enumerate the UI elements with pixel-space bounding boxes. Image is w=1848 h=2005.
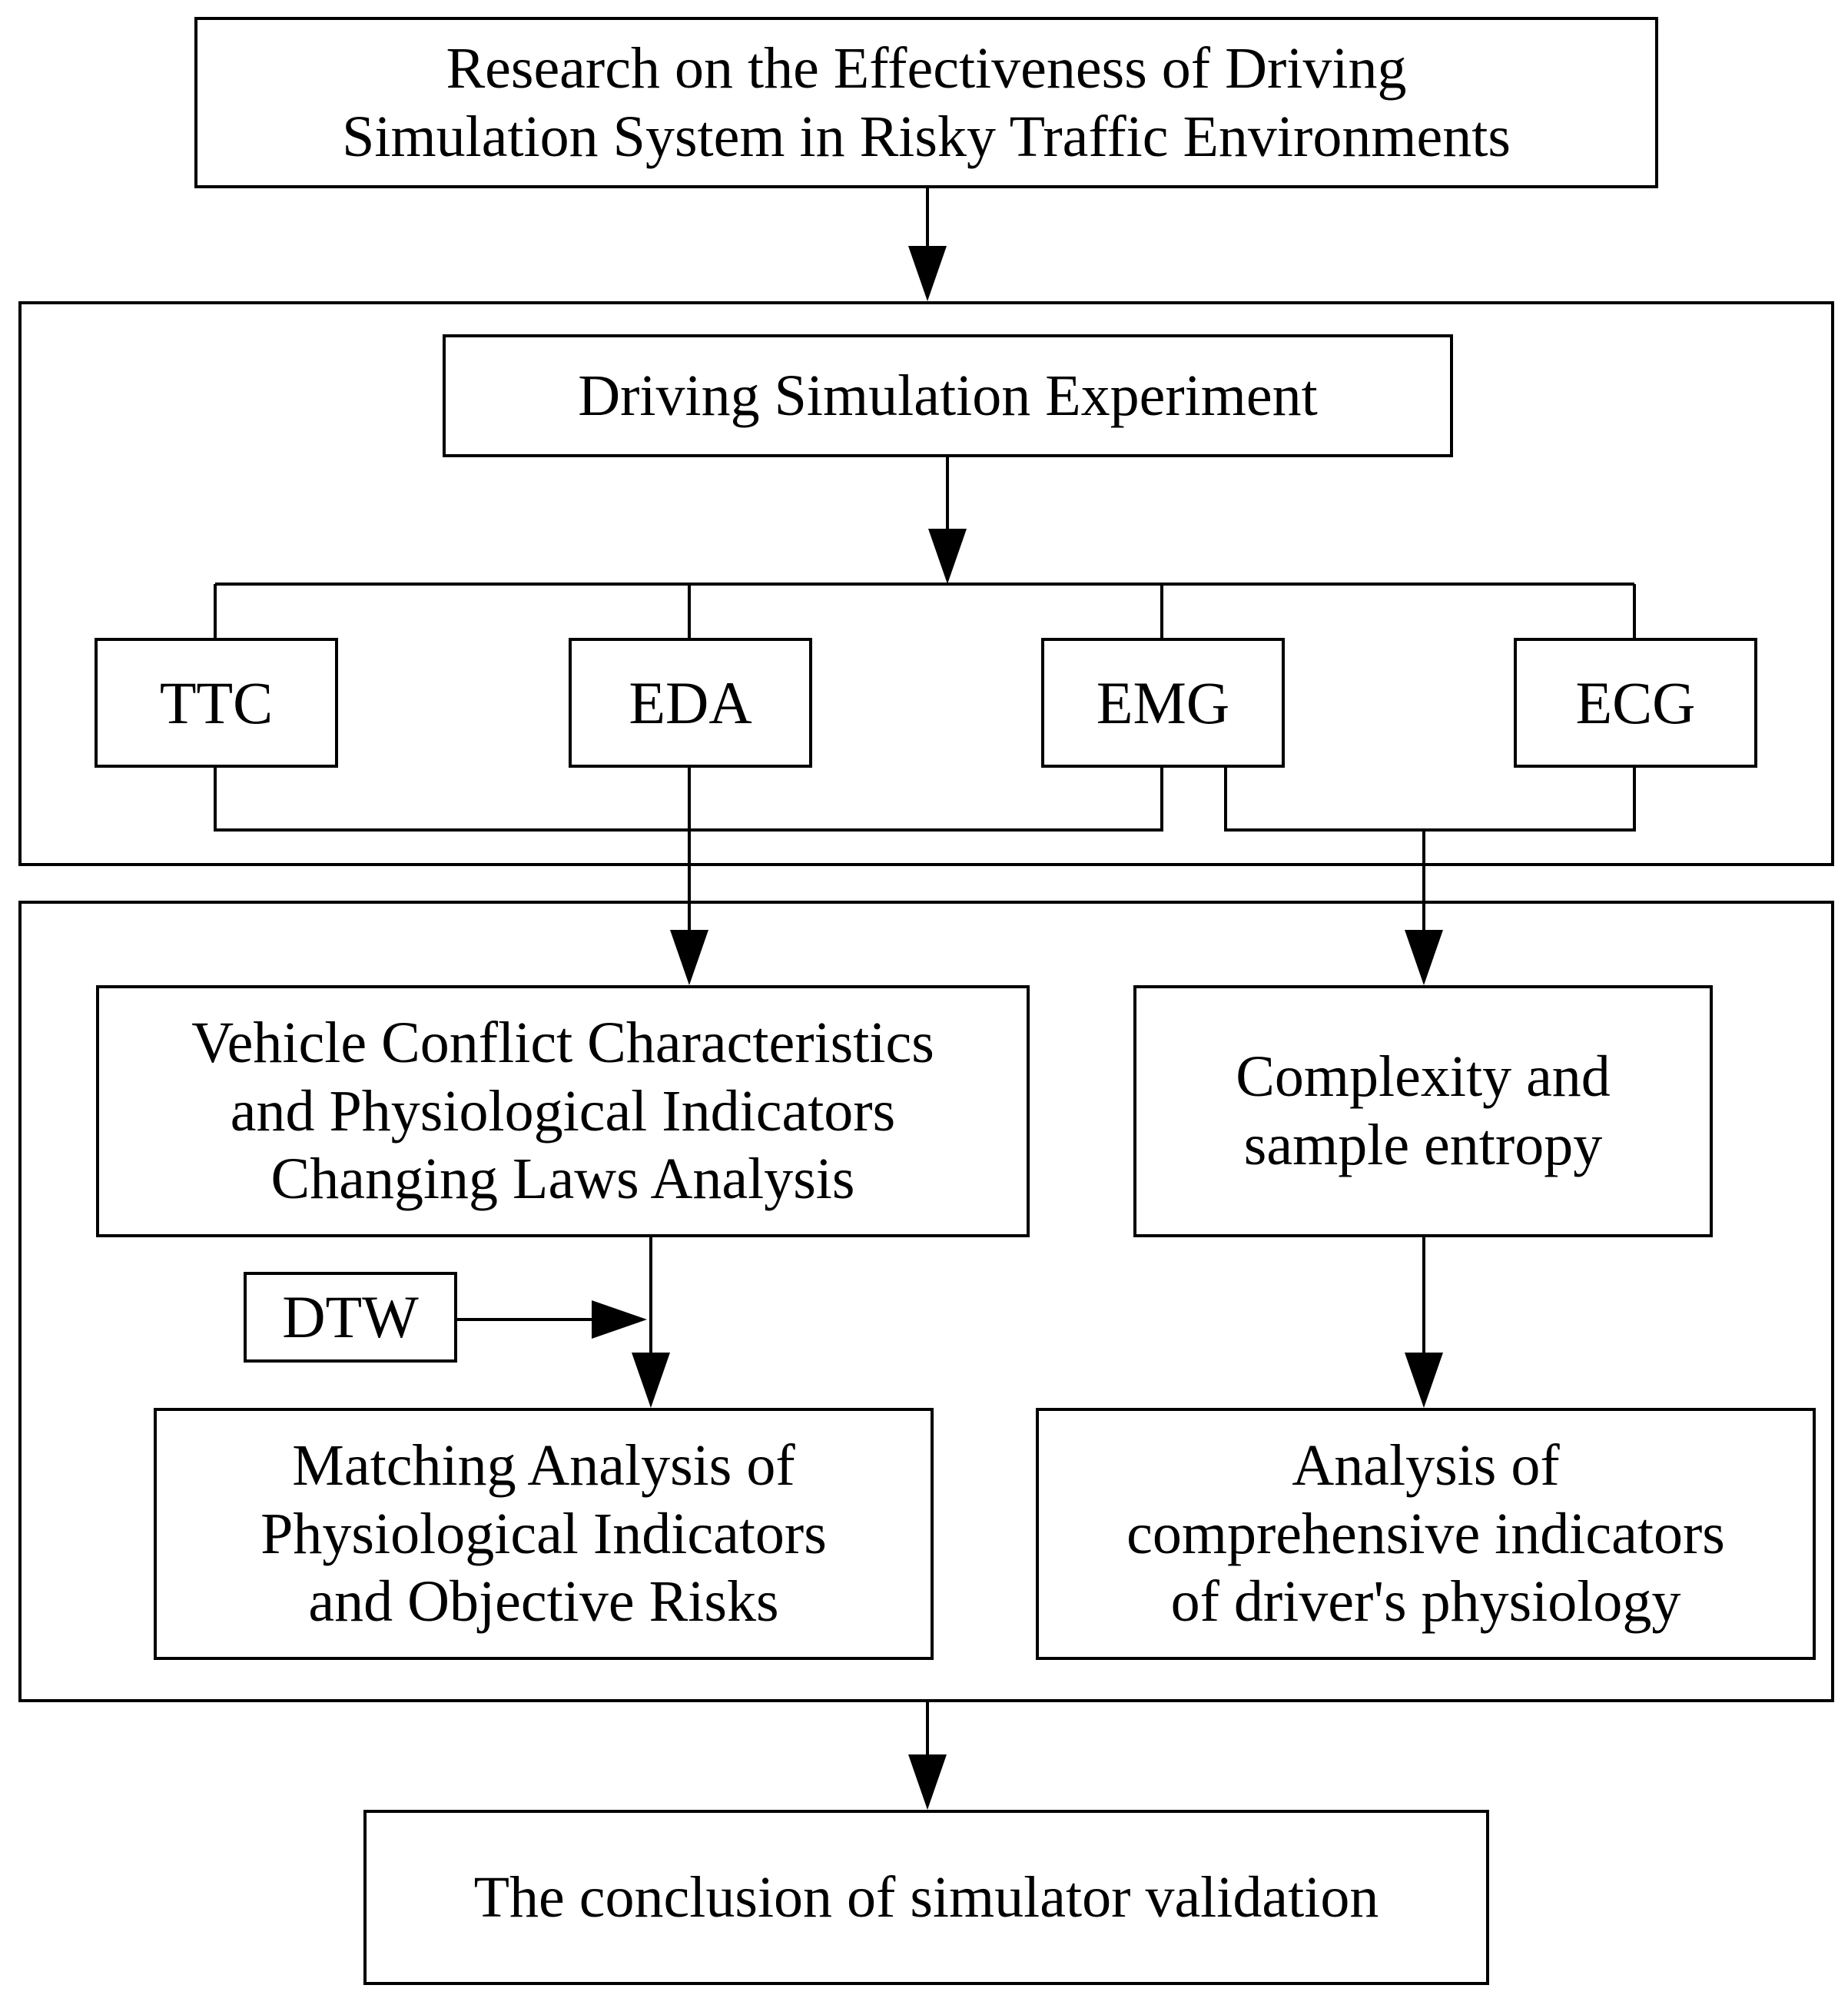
conflict-analysis-box: Vehicle Conflict Characteristics and Phy… xyxy=(96,985,1030,1237)
arrowhead-eda-to-conflict xyxy=(670,930,708,985)
dtw-text: DTW xyxy=(282,1283,419,1351)
dtw-box: DTW xyxy=(244,1272,457,1363)
analysis-panel xyxy=(18,901,1834,1702)
indicator-box-emg: EMG xyxy=(1041,638,1285,768)
experiment-panel xyxy=(18,301,1834,866)
arrowhead-experiment-to-bus xyxy=(928,529,967,584)
indicator-box-eda: EDA xyxy=(569,638,812,768)
complexity-box: Complexity and sample entropy xyxy=(1133,985,1713,1237)
arrowhead-title-to-panel xyxy=(908,246,947,301)
title-text: Research on the Effectiveness of Driving… xyxy=(342,35,1511,169)
indicator-label-eda: EDA xyxy=(629,669,752,736)
indicator-box-ecg: ECG xyxy=(1514,638,1757,768)
complexity-text: Complexity and sample entropy xyxy=(1236,1044,1611,1177)
conclusion-text: The conclusion of simulator validation xyxy=(473,1864,1379,1930)
arrowhead-panel-to-conclusion xyxy=(908,1754,947,1810)
title-box: Research on the Effectiveness of Driving… xyxy=(194,17,1658,188)
right-indicator-bus xyxy=(1224,766,1636,832)
experiment-box: Driving Simulation Experiment xyxy=(443,334,1453,457)
arrowhead-conflict-to-matching xyxy=(632,1353,670,1408)
arrowhead-bus-to-complexity xyxy=(1405,930,1443,985)
indicator-label-emg: EMG xyxy=(1096,669,1230,736)
conclusion-box: The conclusion of simulator validation xyxy=(363,1810,1489,1985)
indicator-label-ttc: TTC xyxy=(159,669,274,736)
indicator-box-ttc: TTC xyxy=(95,638,338,768)
arrowhead-dtw xyxy=(592,1300,647,1339)
experiment-text: Driving Simulation Experiment xyxy=(578,363,1318,428)
conflict-analysis-text: Vehicle Conflict Characteristics and Phy… xyxy=(191,1010,934,1212)
comprehensive-analysis-text: Analysis of comprehensive indicators of … xyxy=(1126,1432,1725,1635)
arrowhead-complexity-to-comprehensive xyxy=(1405,1353,1443,1408)
indicator-label-ecg: ECG xyxy=(1575,669,1696,736)
matching-analysis-box: Matching Analysis of Physiological Indic… xyxy=(154,1408,934,1660)
comprehensive-analysis-box: Analysis of comprehensive indicators of … xyxy=(1036,1408,1816,1660)
matching-analysis-text: Matching Analysis of Physiological Indic… xyxy=(260,1432,827,1635)
